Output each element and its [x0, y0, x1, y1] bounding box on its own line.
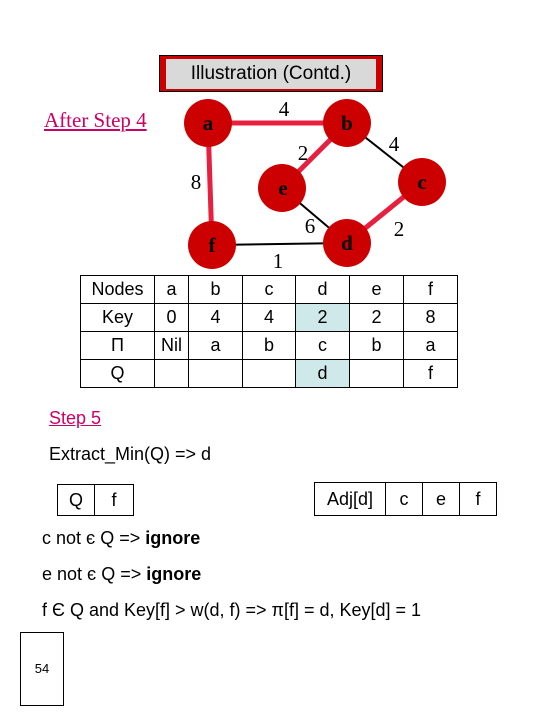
table-cell: [188, 359, 243, 388]
weight-bc: 4: [389, 132, 400, 156]
weight-ed: 6: [305, 214, 316, 238]
node-e: e: [258, 164, 306, 212]
node-label-b: b: [341, 111, 353, 135]
table-cell: b: [242, 331, 296, 360]
queue-label: Q: [68, 489, 83, 510]
line2-text: e not є Q =>: [42, 564, 147, 584]
line2-ignore: ignore: [146, 564, 202, 584]
extract-min-text: Extract_Min(Q) => d: [49, 444, 212, 464]
table-cell: [154, 359, 189, 388]
table-cell: 4: [242, 303, 296, 332]
node-label-f: f: [209, 233, 217, 257]
line1-text: c not є Q =>: [42, 528, 146, 548]
node-label-c: c: [417, 170, 426, 194]
table-cell: Π: [80, 331, 155, 360]
table-row-q: Q d f: [80, 359, 458, 388]
key-table: Nodes a b c d e f Key 0 4 4 2 2 8 Π Nil …: [80, 275, 458, 388]
table-cell: b: [349, 331, 404, 360]
step-line-2: e not є Q => ignore: [42, 564, 201, 585]
queue-box: Q f: [57, 484, 134, 516]
queue-cell: f: [94, 485, 133, 515]
table-cell: 0: [154, 303, 189, 332]
node-label-d: d: [341, 231, 353, 255]
after-step-heading: After Step 4: [44, 108, 147, 132]
node-a: a: [184, 99, 232, 147]
table-cell: 8: [403, 303, 458, 332]
step-line-1: c not є Q => ignore: [42, 528, 200, 549]
table-cell: a: [154, 275, 189, 304]
weight-be: 2: [298, 141, 309, 165]
graph: a b c e d f 4 4 2 8 6 2 1: [184, 97, 446, 273]
adjacency-cell: c: [385, 483, 422, 515]
table-cell: b: [188, 275, 243, 304]
table-row-nodes: Nodes a b c d e f: [80, 275, 458, 304]
adjacency-cell: f: [459, 483, 496, 515]
page-number: 54: [20, 632, 64, 706]
step-line-3: f Є Q and Key[f] > w(d, f) => π[f] = d, …: [42, 600, 422, 620]
step5-heading: Step 5: [49, 408, 102, 428]
node-d: d: [323, 219, 371, 267]
adjacency-label: Adj[d]: [326, 488, 374, 509]
table-cell: f: [403, 359, 458, 388]
node-label-e: e: [278, 176, 287, 200]
table-cell: 2: [349, 303, 404, 332]
weight-af: 8: [191, 170, 202, 194]
table-cell: 4: [188, 303, 243, 332]
weight-cd: 2: [394, 217, 405, 241]
weight-fd: 1: [273, 249, 284, 273]
table-cell: a: [188, 331, 243, 360]
adjacency-box: Adj[d] c e f: [314, 482, 497, 516]
table-cell: [242, 359, 296, 388]
table-cell: 2: [295, 303, 350, 332]
node-c: c: [398, 158, 446, 206]
table-cell: Nodes: [80, 275, 155, 304]
slide-title: Illustration (Contd.): [166, 58, 376, 89]
table-cell: f: [403, 275, 458, 304]
table-cell: c: [295, 331, 350, 360]
table-cell: c: [242, 275, 296, 304]
table-cell: a: [403, 331, 458, 360]
table-cell: Key: [80, 303, 155, 332]
table-cell: d: [295, 359, 350, 388]
table-cell: Nil: [154, 331, 189, 360]
node-f: f: [188, 221, 236, 269]
table-cell: e: [349, 275, 404, 304]
line1-ignore: ignore: [145, 528, 201, 548]
adjacency-cell: e: [422, 483, 459, 515]
table-cell: d: [295, 275, 350, 304]
node-b: b: [323, 99, 371, 147]
node-label-a: a: [203, 111, 214, 135]
table-cell: [349, 359, 404, 388]
weight-ab: 4: [279, 97, 290, 121]
title-box: Illustration (Contd.): [159, 55, 383, 92]
table-cell: Q: [80, 359, 155, 388]
table-row-pi: Π Nil a b c b a: [80, 331, 458, 360]
table-row-key: Key 0 4 4 2 2 8: [80, 303, 458, 332]
